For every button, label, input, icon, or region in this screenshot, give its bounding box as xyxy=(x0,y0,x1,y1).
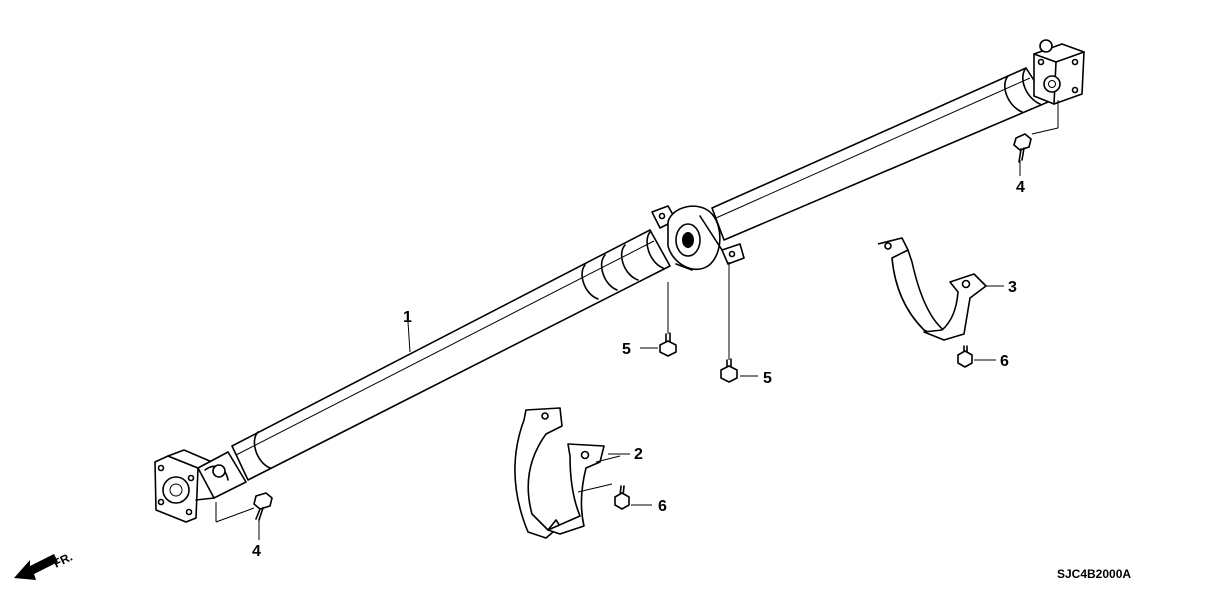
callout-part-2: 2 xyxy=(634,446,643,463)
front-flange-yoke xyxy=(154,449,247,523)
callout-part-6-lower: 6 xyxy=(658,498,667,515)
bracket-bolt-upper xyxy=(957,345,973,368)
leader-lines xyxy=(215,100,1059,540)
callout-part-5-right: 5 xyxy=(763,370,772,387)
flange-bolt-rear xyxy=(1013,133,1032,163)
callout-part-4-front: 4 xyxy=(252,543,261,560)
callout-part-5-left: 5 xyxy=(622,341,631,358)
front-direction-arrow-icon: FR. xyxy=(14,550,75,580)
front-shaft-tube xyxy=(231,229,671,481)
callout-part-4-rear: 4 xyxy=(1016,179,1025,196)
callout-part-6-upper: 6 xyxy=(1000,353,1009,370)
rear-flange-yoke xyxy=(1033,39,1085,105)
center-support-bearing xyxy=(651,205,745,271)
callout-part-3: 3 xyxy=(1008,279,1017,296)
bearing-bolt-right xyxy=(720,358,738,383)
callout-part-1: 1 xyxy=(403,309,412,326)
flange-bolt-front xyxy=(253,492,273,521)
diagram-code: SJC4B2000A xyxy=(1057,567,1131,581)
bracket-bolt-lower xyxy=(614,485,630,510)
bearing-bolt-left xyxy=(659,332,677,357)
heat-shield-bracket-lower xyxy=(514,407,621,539)
direction-label: FR. xyxy=(51,550,75,571)
heat-shield-bracket-upper xyxy=(877,237,1000,341)
rear-shaft-tube xyxy=(711,67,1049,241)
